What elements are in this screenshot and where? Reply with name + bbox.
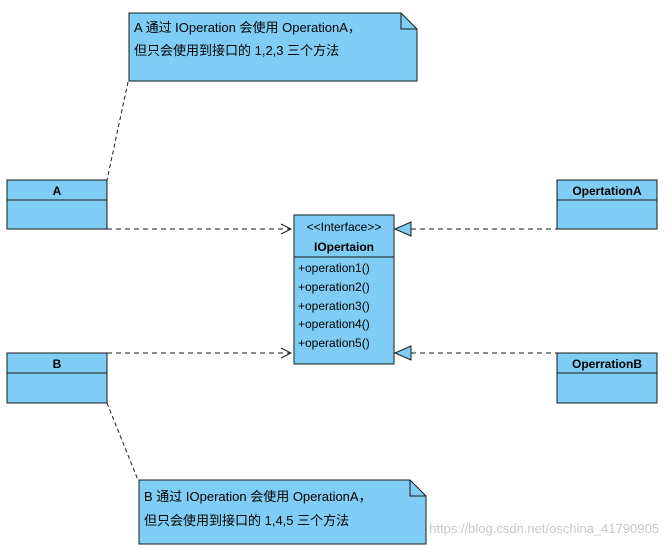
interface-name: IOpertaion (314, 240, 374, 254)
realization-b-arrowhead (393, 345, 412, 361)
note-top-anchor (106, 81, 129, 181)
interface-operation-3: +operation3() (298, 299, 370, 313)
interface-operation-1: +operation1() (298, 261, 370, 275)
note-bottom-anchor (106, 402, 139, 481)
realization-a-arrowhead (393, 221, 412, 237)
class-opertation-a[interactable]: OpertationA (556, 179, 658, 230)
note-bottom-line-1: B 通过 IOperation 会使用 OperationA， (144, 489, 372, 504)
class-a[interactable]: A (6, 179, 108, 230)
note-top-line-2: 但只会使用到接口的 1,2,3 三个方法 (134, 43, 339, 58)
note-top-line-1: A 通过 IOperation 会使用 OperationA， (134, 20, 361, 35)
note-bottom[interactable]: B 通过 IOperation 会使用 OperationA， 但只会使用到接口… (138, 479, 427, 545)
interface-operation-5: +operation5() (298, 336, 370, 350)
note-bottom-line-2: 但只会使用到接口的 1,4,5 三个方法 (144, 513, 349, 528)
interface-operation-4: +operation4() (298, 317, 370, 331)
note-top[interactable]: A 通过 IOperation 会使用 OperationA， 但只会使用到接口… (128, 12, 418, 82)
interface-ioperation[interactable]: <<Interface>> IOpertaion +operation1() +… (293, 214, 395, 365)
class-a-name: A (53, 184, 62, 198)
class-b-name: B (53, 357, 62, 371)
class-opertation-a-name: OpertationA (572, 184, 642, 198)
interface-stereotype: <<Interface>> (307, 220, 382, 234)
watermark-text: https://blog.csdn.net/oschina_41790905 (429, 521, 659, 536)
interface-operation-2: +operation2() (298, 280, 370, 294)
class-operration-b-name: OperrationB (572, 357, 642, 371)
class-operration-b[interactable]: OperrationB (556, 352, 658, 404)
class-b[interactable]: B (6, 352, 108, 404)
